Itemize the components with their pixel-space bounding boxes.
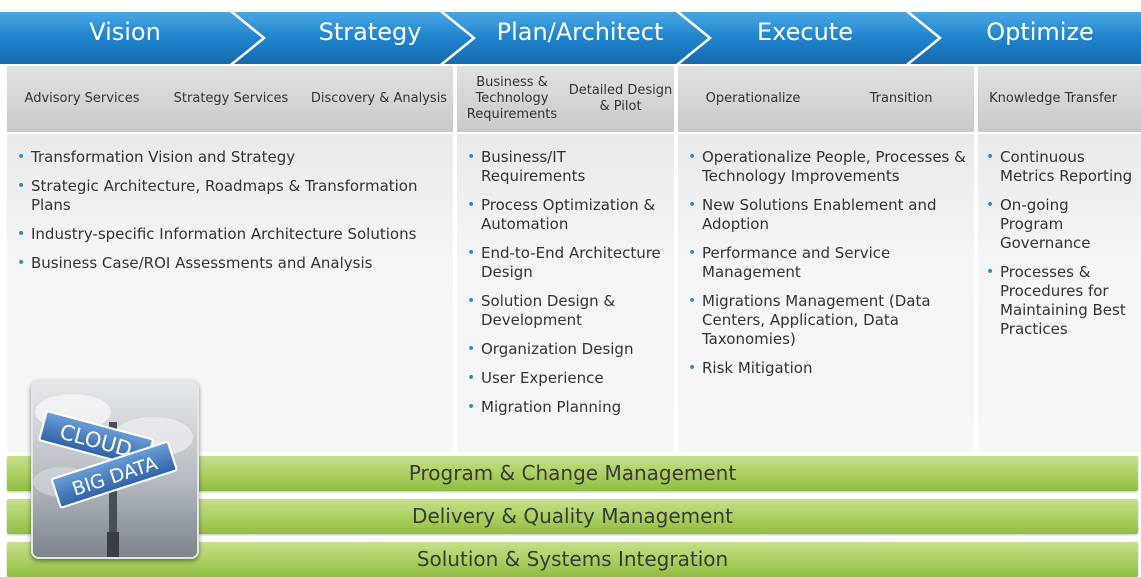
column-plan: •Business/IT Requirements •Process Optim… (457, 134, 674, 452)
list-item: •Industry-specific Information Architect… (17, 225, 417, 243)
bullet-icon: • (688, 293, 697, 309)
sub-service-discovery: Discovery & Analysis (310, 91, 448, 106)
sub-services-plan: Business & Technology Requirements Detai… (457, 66, 674, 132)
list-item: •New Solutions Enablement and Adoption (688, 196, 937, 233)
bullet-icon: • (688, 197, 697, 213)
list-item: •End-to-End Architecture Design (467, 244, 661, 281)
bar-label: Delivery & Quality Management (412, 504, 733, 528)
list-item: •Processes & Procedures for Maintaining … (986, 263, 1126, 338)
street-sign-illustration: CLOUD BIG DATA (33, 382, 197, 557)
sub-services-execute: Operationalize Transition (678, 66, 974, 132)
phase-execute-label: Execute (757, 18, 853, 46)
list-item: •Solution Design & Development (467, 292, 616, 329)
list-item: •Migration Planning (467, 398, 622, 416)
phase-vision-label: Vision (89, 18, 161, 46)
list-item: •Migrations Management (Data Centers, Ap… (688, 292, 931, 348)
sub-service-operationalize: Operationalize (705, 91, 801, 106)
sub-service-detailed-design: Detailed Design & Pilot (568, 83, 673, 114)
bar-label: Solution & Systems Integration (416, 547, 729, 571)
list-item: •Risk Mitigation (688, 359, 813, 377)
bullet-icon: • (17, 149, 26, 165)
list-item: •Organization Design (467, 340, 634, 358)
list-item: •Continuous Metrics Reporting (986, 148, 1133, 185)
sub-services-optimize: Knowledge Transfer (978, 66, 1141, 132)
bullet-icon: • (986, 149, 995, 165)
bar-label: Program & Change Management (408, 461, 737, 485)
column-optimize: •Continuous Metrics Reporting •On-going … (978, 134, 1141, 452)
list-item: •Strategic Architecture, Roadmaps & Tran… (17, 177, 418, 214)
bullet-icon: • (467, 399, 476, 415)
bullet-icon: • (17, 255, 26, 271)
bullet-icon: • (467, 370, 476, 386)
phase-strategy-label: Strategy (318, 18, 422, 46)
sub-service-knowledge-transfer: Knowledge Transfer (989, 91, 1117, 106)
chevron-plan (444, 12, 708, 64)
phase-plan-label: Plan/Architect (496, 18, 664, 46)
phase-optimize-label: Optimize (986, 18, 1094, 46)
sub-service-strategy: Strategy Services (173, 91, 289, 106)
chevron-vision (0, 12, 262, 64)
bullet-icon: • (467, 245, 476, 261)
chevron-shapes (0, 12, 1141, 64)
chevron-execute (680, 12, 938, 64)
phase-chevron-band: Vision Strategy Plan/Architect Execute O… (0, 0, 1141, 64)
execute-list: •Operationalize People, Processes & Tech… (686, 148, 966, 388)
bullet-icon: • (986, 197, 995, 213)
list-item: •Business/IT Requirements (467, 148, 586, 185)
list-item: •User Experience (467, 369, 604, 387)
sub-service-requirements: Business & Technology Requirements (466, 75, 558, 122)
bullet-icon: • (688, 149, 697, 165)
optimize-list: •Continuous Metrics Reporting •On-going … (984, 148, 1136, 349)
plan-list: •Business/IT Requirements •Process Optim… (465, 148, 665, 427)
chevron-strategy (234, 12, 472, 64)
list-item: •Performance and Service Management (688, 244, 891, 281)
cloud-big-data-street-sign-image: CLOUD BIG DATA (31, 380, 199, 559)
bullet-icon: • (688, 360, 697, 376)
bullet-icon: • (467, 149, 476, 165)
bullet-icon: • (467, 341, 476, 357)
list-item: •Business Case/ROI Assessments and Analy… (17, 254, 373, 272)
vision-strategy-list: •Transformation Vision and Strategy •Str… (15, 148, 440, 283)
bullet-icon: • (688, 245, 697, 261)
sub-services-vision-strategy: Advisory Services Strategy Services Disc… (7, 66, 453, 132)
bullet-icon: • (467, 197, 476, 213)
column-execute: •Operationalize People, Processes & Tech… (678, 134, 974, 452)
bullet-icon: • (17, 178, 26, 194)
chevron-optimize (910, 12, 1141, 64)
sub-service-transition: Transition (869, 91, 933, 106)
list-item: •Transformation Vision and Strategy (17, 148, 296, 166)
list-item: •Process Optimization & Automation (467, 196, 656, 233)
list-item: •On-going Program Governance (986, 196, 1091, 252)
bullet-icon: • (986, 264, 995, 280)
sub-service-advisory: Advisory Services (24, 91, 140, 106)
bullet-icon: • (17, 226, 26, 242)
list-item: •Operationalize People, Processes & Tech… (688, 148, 966, 185)
bullet-icon: • (467, 293, 476, 309)
